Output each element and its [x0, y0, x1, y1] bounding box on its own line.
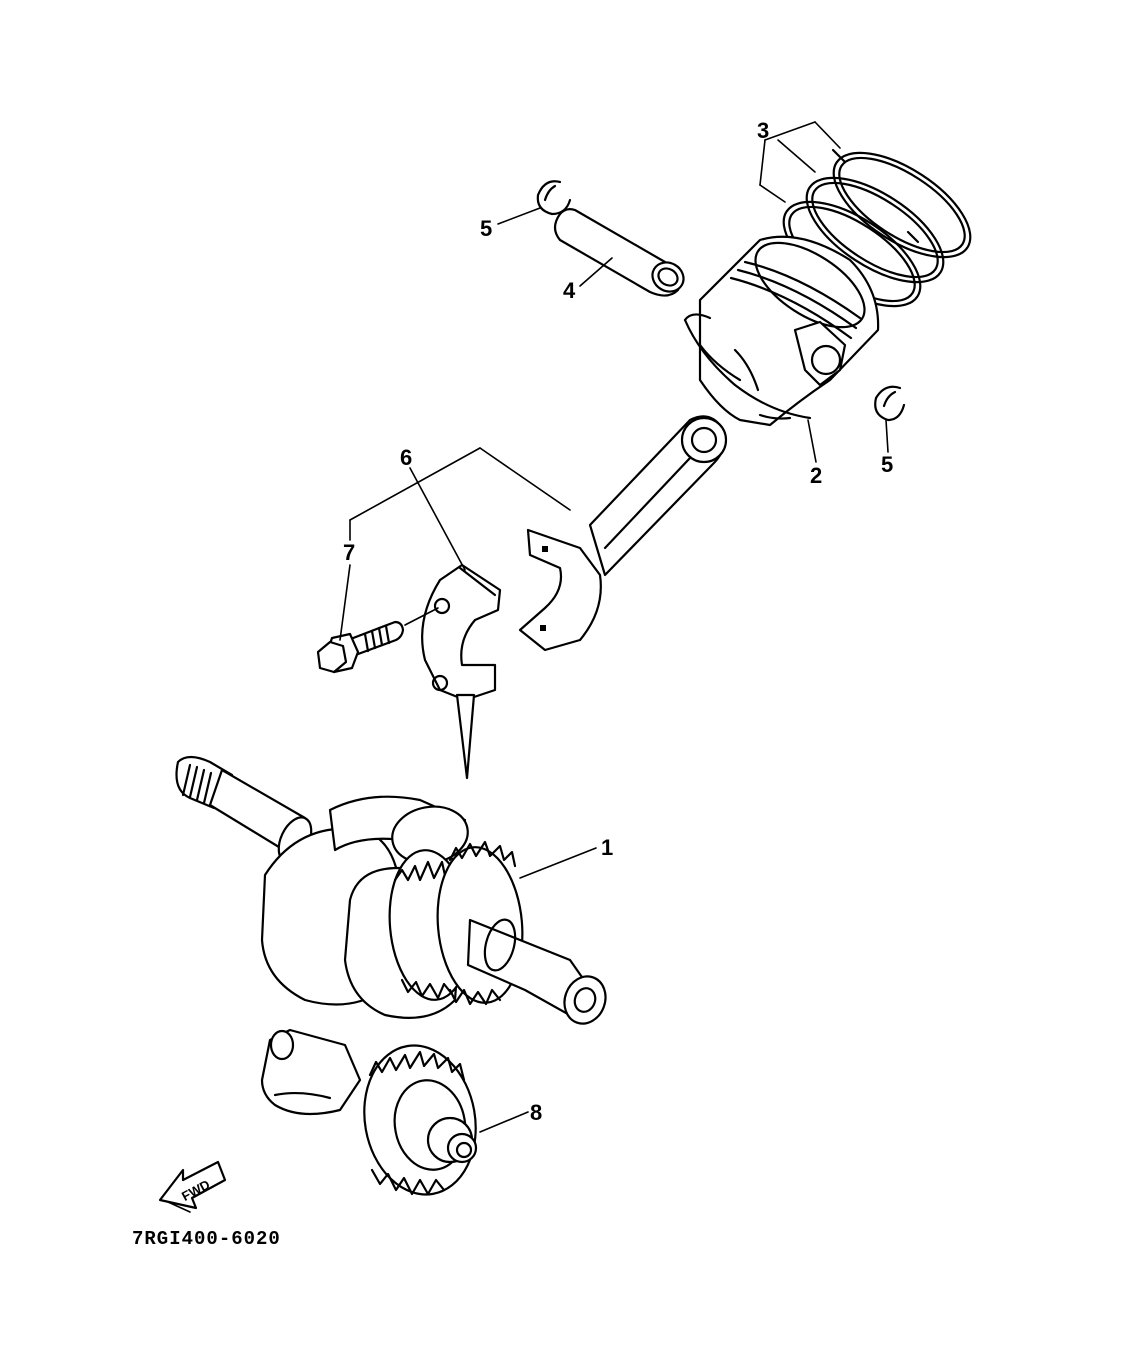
callout-4: 4: [563, 278, 576, 303]
balancer-gear: [363, 1044, 477, 1196]
callout-7: 7: [343, 540, 355, 565]
piston-pin: [553, 208, 685, 297]
callout-5-right: 5: [881, 452, 893, 477]
piston: [683, 235, 880, 427]
rod-bolt: [316, 620, 405, 674]
callout-6: 6: [400, 445, 412, 470]
callout-8: 8: [530, 1100, 542, 1125]
diagram-code: 7RGI400-6020: [132, 1228, 281, 1250]
connecting-rod: [518, 415, 728, 652]
callout-1: 1: [601, 835, 613, 860]
piston-pin-clip-right: [874, 385, 906, 422]
bearing-pointer: [455, 693, 476, 780]
callout-5-left: 5: [480, 216, 492, 241]
crankshaft: [175, 755, 607, 1025]
piston-pin-clip-left: [536, 180, 572, 216]
callout-2: 2: [810, 463, 822, 488]
connecting-rod-cap: [421, 563, 502, 702]
leader-lines: [339, 121, 889, 1133]
fwd-arrow-icon: [158, 1160, 227, 1213]
callout-3: 3: [757, 118, 769, 143]
balancer-shaft: [260, 1028, 478, 1196]
